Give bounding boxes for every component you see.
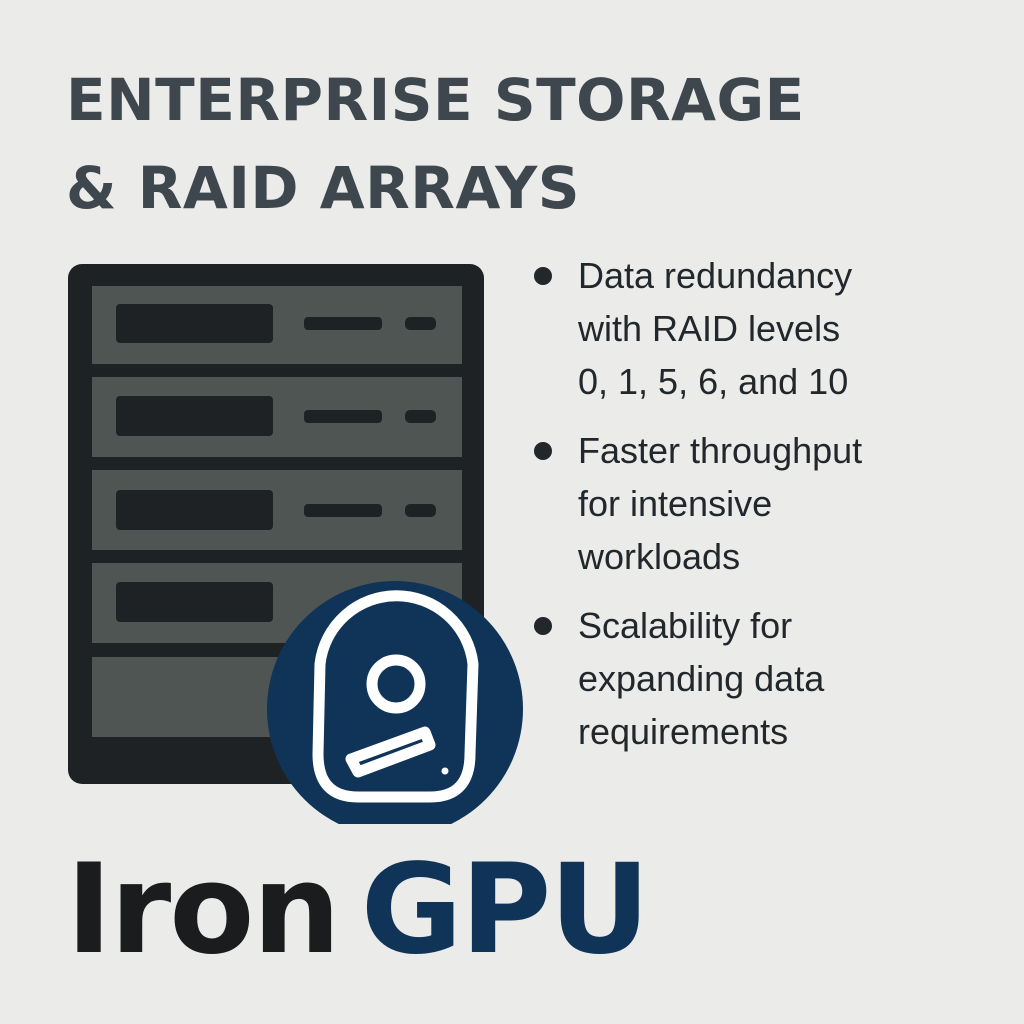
drive-bay-led	[405, 410, 436, 423]
feature-item-scalability: Scalability for expanding data requireme…	[530, 599, 1000, 758]
drive-bay-slot	[116, 582, 273, 622]
drive-bay-3	[92, 470, 462, 550]
feature-item-redundancy: Data redundancy with RAID levels 0, 1, 5…	[530, 249, 1000, 408]
feature-line: workloads	[578, 536, 741, 577]
hard-drive-icon	[312, 590, 479, 803]
headline-line-2: & RAID ARRAYS	[66, 154, 581, 222]
feature-line: requirements	[578, 711, 789, 752]
headline: ENTERPRISE STORAGE & RAID ARRAYS	[66, 56, 996, 232]
drive-bay-1	[92, 286, 462, 364]
drive-bay-slot	[116, 396, 273, 436]
feature-item-throughput: Faster throughput for intensive workload…	[530, 424, 1000, 583]
server-rack-illustration	[68, 264, 528, 837]
feature-line: Data redundancy	[578, 255, 853, 296]
drive-bay-2	[92, 377, 462, 457]
drive-bay-slot	[116, 490, 273, 530]
feature-line: for intensive	[578, 483, 773, 524]
feature-line: 0, 1, 5, 6, and 10	[578, 361, 849, 402]
drive-bay-indicator-bar	[304, 410, 382, 423]
brand-name-part-2: GPU	[360, 838, 650, 982]
server-rack-icon	[68, 264, 523, 837]
bullet-icon	[534, 617, 552, 635]
drive-bay-led	[405, 317, 436, 330]
feature-line: expanding data	[578, 658, 825, 699]
brand-name-part-1: Iron	[66, 838, 341, 982]
feature-line: Scalability for	[578, 605, 793, 646]
drive-bay-led	[405, 504, 436, 517]
bullet-icon	[534, 442, 552, 460]
bullet-icon	[534, 267, 552, 285]
feature-list: Data redundancy with RAID levels 0, 1, 5…	[530, 249, 1000, 774]
feature-line: with RAID levels	[578, 308, 841, 349]
drive-bay-slot	[116, 304, 273, 343]
headline-line-1: ENTERPRISE STORAGE	[66, 66, 805, 134]
feature-line: Faster throughput	[578, 430, 863, 471]
hard-drive-badge	[267, 581, 523, 837]
drive-bay-indicator-bar	[304, 317, 382, 330]
drive-bay-indicator-bar	[304, 504, 382, 517]
